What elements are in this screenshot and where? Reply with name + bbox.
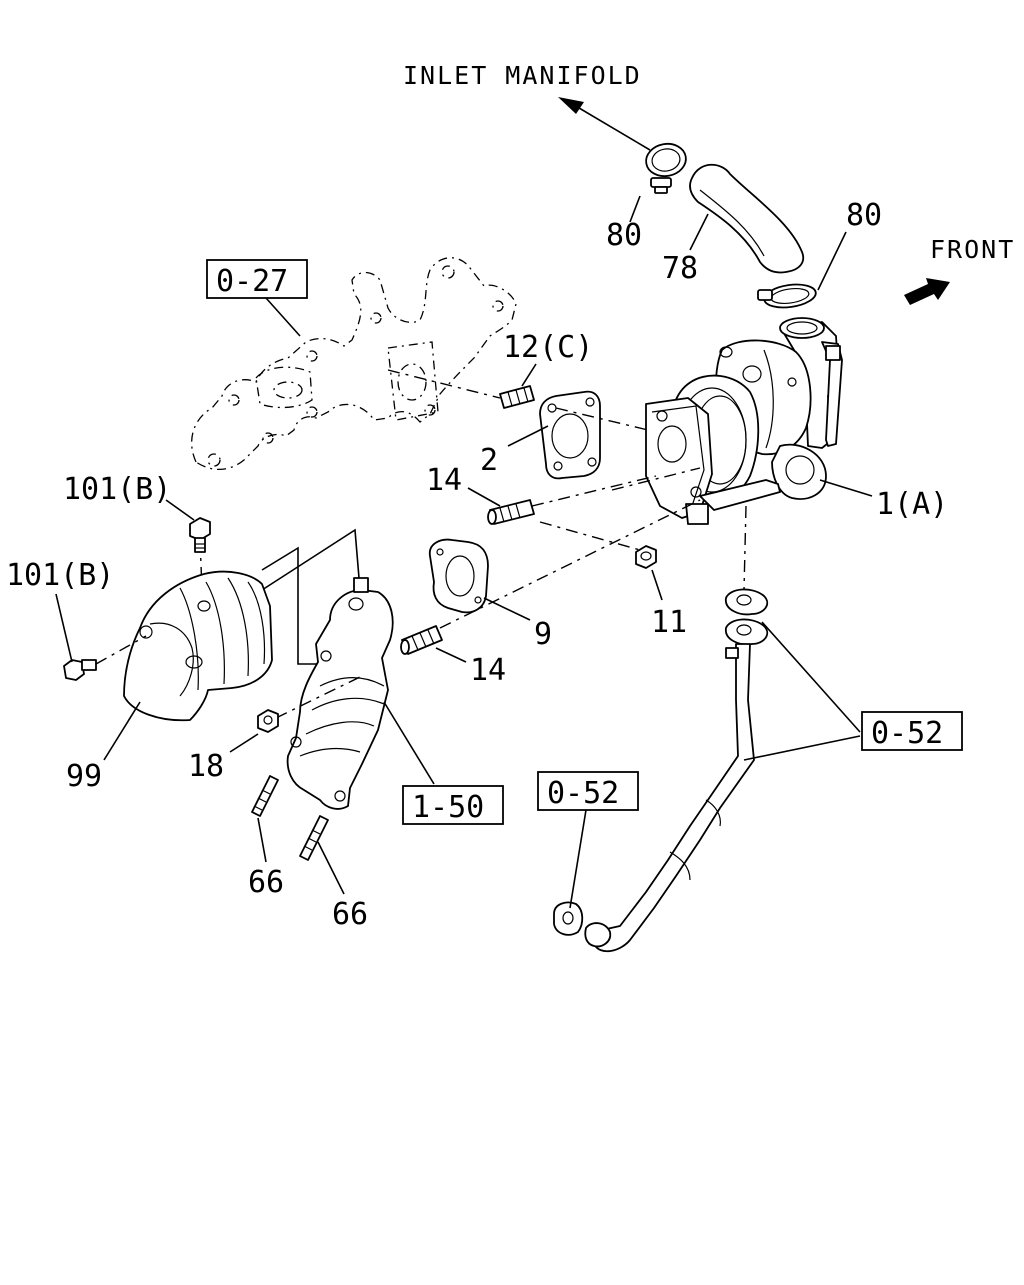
stud-14-lower <box>400 625 443 655</box>
oil-return-pipe <box>593 588 769 953</box>
callout-80-lower: 80 <box>846 198 882 233</box>
heat-shield <box>123 570 273 722</box>
bolt-101b-upper <box>189 517 211 553</box>
hose-clamp-lower <box>757 283 817 309</box>
hose-clamp-upper <box>645 142 687 194</box>
nut-11 <box>635 545 657 569</box>
gasket-2 <box>539 390 601 480</box>
callout-12c: 12(C) <box>503 330 593 365</box>
gasket-9 <box>428 538 489 614</box>
ref-box-0-52-bottom: 0-52 <box>537 771 639 811</box>
callout-99: 99 <box>66 759 102 794</box>
inlet-arrow <box>558 97 651 151</box>
ref-0-27: 0-27 <box>216 264 288 299</box>
exhaust-manifold-phantom <box>191 257 517 470</box>
callout-9: 9 <box>534 617 552 652</box>
callout-80-upper: 80 <box>606 218 642 253</box>
callout-14-upper: 14 <box>426 463 462 498</box>
front-label: FRONT <box>930 235 1015 264</box>
callout-11: 11 <box>651 605 687 640</box>
ref-box-1-50: 1-50 <box>402 785 504 825</box>
ref-0-52-bottom: 0-52 <box>547 776 619 811</box>
callout-14-lower: 14 <box>470 653 506 688</box>
stud-66-right <box>299 815 329 861</box>
callout-101b-upper: 101(B) <box>63 472 171 507</box>
ref-1-50: 1-50 <box>412 790 484 825</box>
ref-box-0-52-right: 0-52 <box>861 711 963 751</box>
air-hose <box>689 163 805 274</box>
stud-66-left <box>251 775 279 817</box>
callout-101b-left: 101(B) <box>6 558 114 593</box>
stud-14-upper <box>487 499 535 525</box>
bolt-101b-left <box>63 659 97 681</box>
front-arrow-icon <box>904 278 950 305</box>
exhaust-front-pipe <box>286 577 394 810</box>
callout-78: 78 <box>662 251 698 286</box>
callout-2: 2 <box>480 443 498 478</box>
ref-0-52-right: 0-52 <box>871 716 943 751</box>
nut-18 <box>257 709 279 733</box>
callout-66-right: 66 <box>332 897 368 932</box>
oil-pipe-gasket <box>553 901 612 948</box>
callout-18: 18 <box>188 749 224 784</box>
callout-66-left: 66 <box>248 865 284 900</box>
stud-12c <box>499 385 535 409</box>
turbocharger <box>645 317 843 525</box>
callout-1a: 1(A) <box>876 487 948 522</box>
inlet-manifold-label: INLET MANIFOLD <box>403 61 642 90</box>
ref-box-0-27: 0-27 <box>206 259 308 299</box>
